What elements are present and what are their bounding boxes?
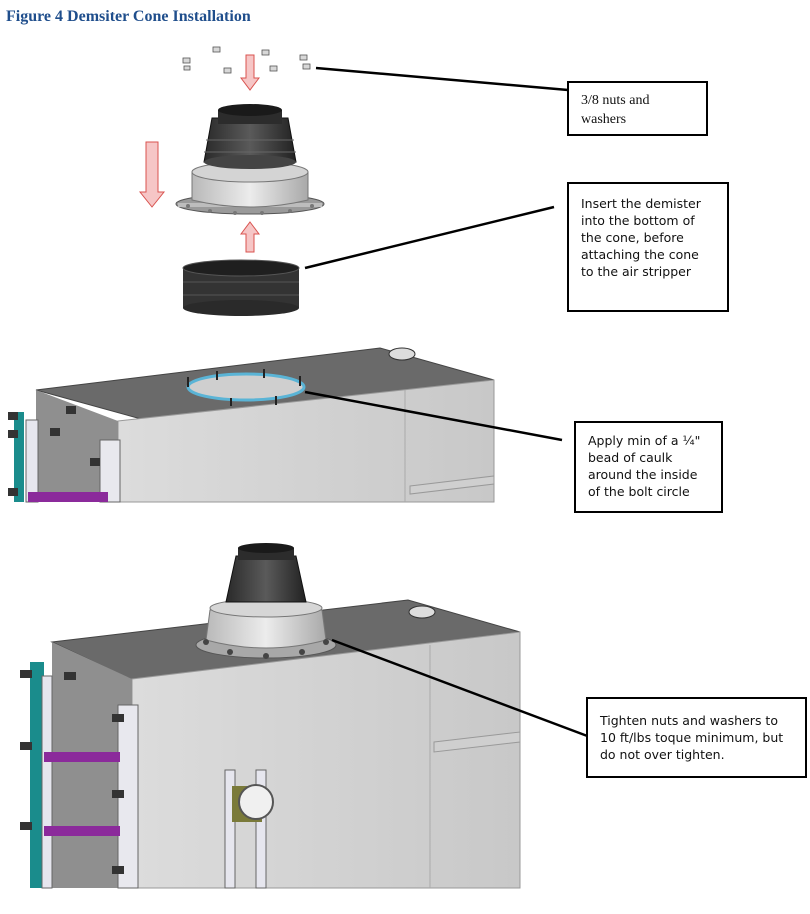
callout-nuts-washers: 3/8 nuts and washers [567, 81, 708, 136]
arrow-down-small-icon [240, 54, 260, 91]
demister-pad [182, 259, 300, 316]
figure-title: Figure 4 Demsiter Cone Installation [6, 8, 251, 25]
nuts-and-washers [182, 46, 311, 74]
arrow-down-large-icon [138, 141, 166, 208]
installed-view [20, 543, 599, 889]
demister-cone [175, 104, 325, 215]
arrow-up-icon [240, 221, 260, 253]
callout-apply-caulk: Apply min of a ¼" bead of caulk around t… [574, 421, 723, 513]
callout-tighten-nuts: Tighten nuts and washers to 10 ft/lbs to… [586, 697, 807, 778]
callout-insert-demister: Insert the demister into the bottom of t… [567, 182, 729, 312]
exploded-view [138, 46, 569, 316]
caulk-view [8, 347, 563, 503]
